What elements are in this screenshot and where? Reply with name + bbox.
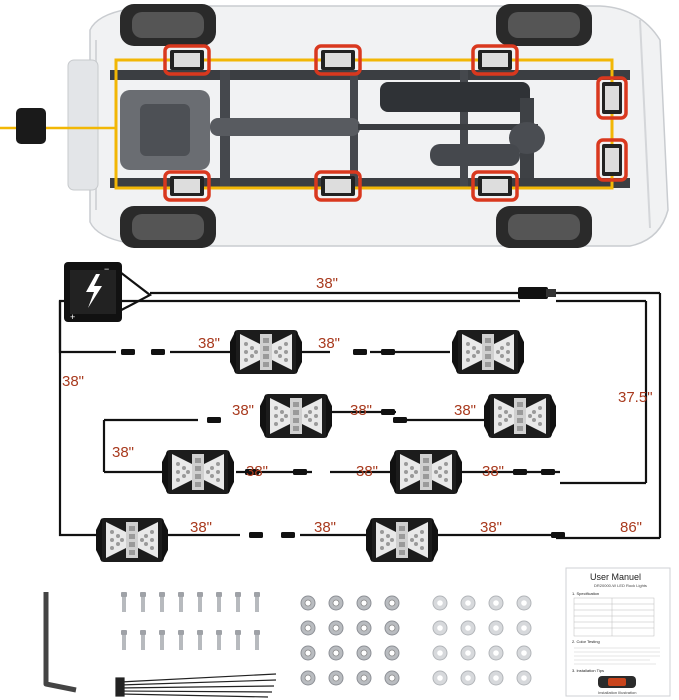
length-label-row3-c: 38" (482, 463, 504, 480)
light-pod-3 (260, 394, 332, 438)
washers-icon (432, 595, 532, 686)
length-label-row4-a: 38" (190, 519, 212, 536)
length-label-row2-left: 38" (112, 444, 134, 461)
length-label-row1-b: 38" (318, 335, 340, 352)
length-label-row2-a: 38" (232, 402, 254, 419)
length-label-row3-b: 38" (356, 463, 378, 480)
allen-key-icon (43, 592, 77, 693)
length-label-row2-c: 38" (454, 402, 476, 419)
svg-text:−: − (104, 264, 109, 274)
manual-caption: Installation Illustration (598, 690, 636, 695)
truck-light-positions (163, 44, 628, 202)
controller-plug (518, 287, 556, 299)
length-label-row3-a: 38" (246, 463, 268, 480)
light-pod-4 (484, 394, 556, 438)
length-label-row2-b: 38" (350, 402, 372, 419)
length-labels: 38" 38" 37.5" 38" 38" 38" 38" 38" 38" 38… (62, 275, 653, 536)
manual-section-tips: 3. Installation Tips (572, 668, 604, 673)
length-label-left-drop: 38" (62, 373, 84, 390)
light-pod-1 (230, 330, 302, 374)
svg-text:+: + (70, 312, 75, 322)
light-pod-8 (366, 518, 438, 562)
user-manual: User Manuel DR20000-W LED Rock Lights 1.… (565, 567, 671, 697)
truck-underbody-illustration (0, 4, 669, 248)
manual-title: User Manuel (590, 572, 641, 582)
length-label-row4-b: 38" (314, 519, 336, 536)
light-pod-5 (162, 450, 234, 494)
length-label-right-drop: 37.5" (618, 389, 653, 406)
length-label-battery: 38" (316, 275, 338, 292)
length-label-row4-c: 38" (480, 519, 502, 536)
light-pod-6 (390, 450, 462, 494)
light-pod-2 (452, 330, 524, 374)
manual-subtitle: DR20000-W LED Rock Lights (594, 583, 647, 588)
length-label-bottom-right: 86" (620, 519, 642, 536)
manual-section-spec: 1. Specification (572, 591, 599, 596)
bolts-icon (121, 592, 260, 650)
hardware-kit (43, 592, 532, 698)
battery-icon: − + (64, 262, 122, 322)
wire-connectors (121, 349, 565, 538)
manual-spec-table (573, 597, 655, 637)
zip-ties-icon (115, 673, 277, 698)
manual-section-install: 2. Color Testing (572, 639, 600, 644)
nuts-icon (300, 595, 400, 686)
light-pod-7 (96, 518, 168, 562)
length-label-row1-a: 38" (198, 335, 220, 352)
